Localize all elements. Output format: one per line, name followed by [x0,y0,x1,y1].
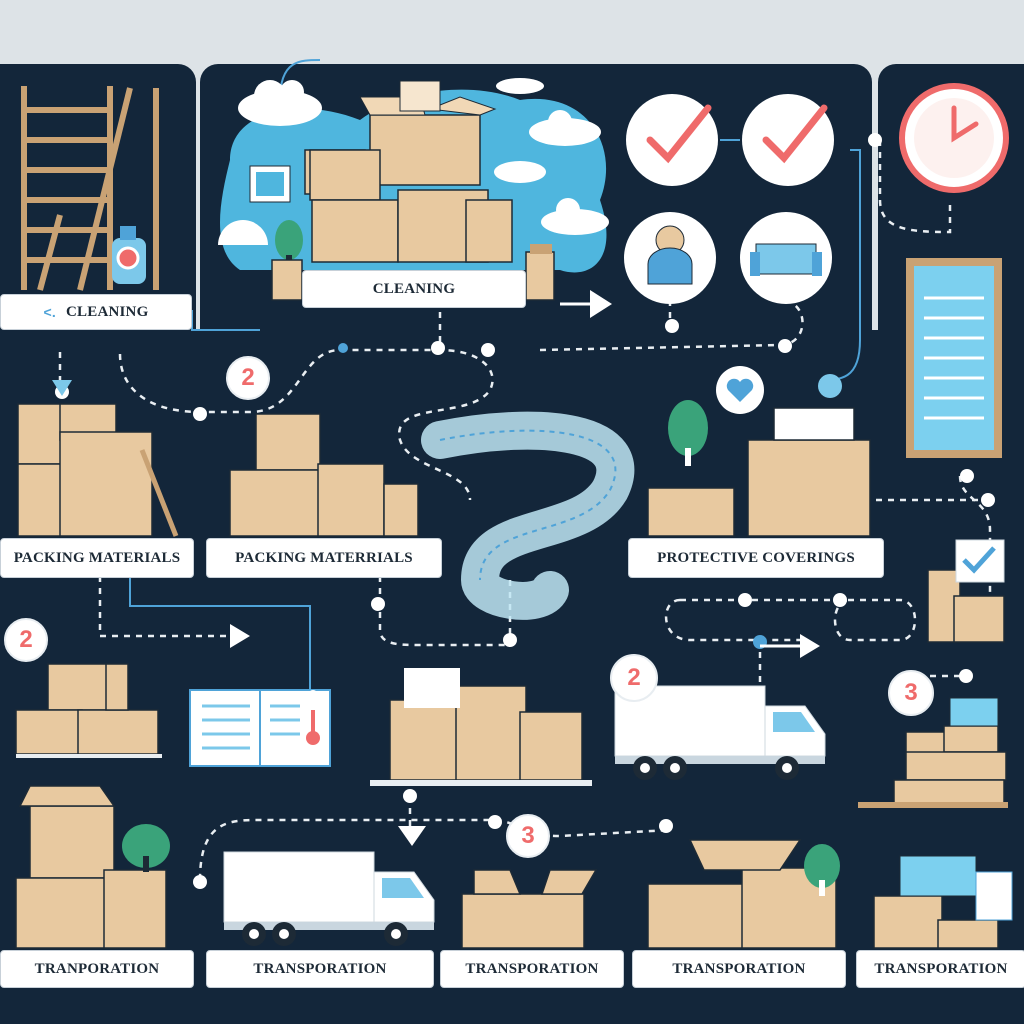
packing-materials-label-center: PACKING MATERRIALS [206,538,442,578]
spray-bottle-icon [112,226,146,284]
packing-materials-label-left: PACKING MATERIALS [0,538,194,578]
person-icon [624,212,716,304]
transportation-label-4: TRANSPORATION [632,950,846,988]
transportation-label-3: TRANSPORATION [440,950,624,988]
clock-icon [899,83,1009,193]
sofa-icon [740,212,832,304]
thermometer-icon [306,690,320,745]
ladder-icon [21,86,159,291]
cleaning-label-top: CLEANING [302,270,526,308]
step-badge: 2 [226,356,270,400]
step-badge: 3 [888,670,934,716]
cleaning-text: CLEANING [66,303,149,320]
cloud-icon [238,78,609,235]
heart-icon [716,366,764,414]
cleaning-prefix: <. [43,304,56,320]
cleaning-label-left: <. CLEANING [0,294,192,330]
protective-coverings-label: PROTECTIVE COVERINGS [628,538,884,578]
checkmark-icon [626,94,834,186]
tree-icon [668,400,708,466]
book-icon [189,689,331,767]
document-icon [906,258,1002,458]
truck-icon [614,685,826,781]
truck-icon [223,851,435,947]
step-badge: 2 [4,618,48,662]
tree-icon [122,824,170,872]
step-badge: 3 [506,814,550,858]
tree-icon [804,844,840,896]
transportation-label-2: TRANSPORATION [206,950,434,988]
transportation-label-5: TRANSPORATION [856,950,1024,988]
step-badge: 2 [610,654,658,702]
transportation-label-1: TRANPORATION [0,950,194,988]
